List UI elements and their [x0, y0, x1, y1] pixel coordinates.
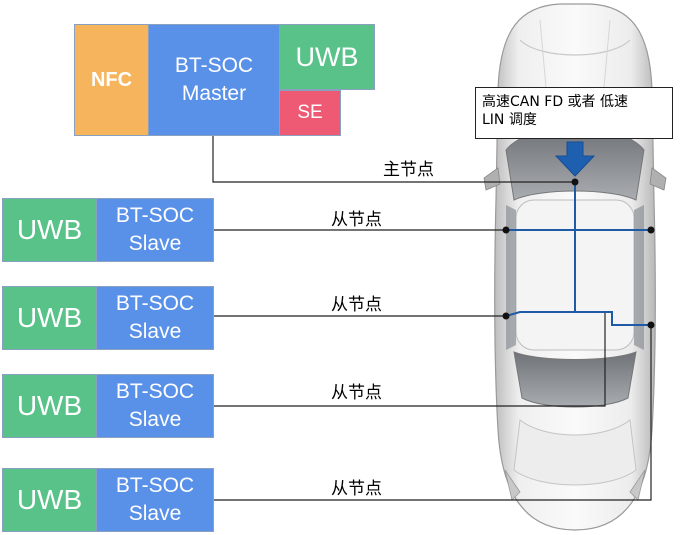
slave-3-uwb-module: UWB — [2, 374, 97, 438]
uwb-master-module: UWB — [279, 24, 375, 90]
slave-node-dot — [502, 226, 510, 234]
nfc-label: NFC — [90, 68, 133, 91]
slave-4-bt-soc-module: BT-SOC Slave — [96, 468, 214, 532]
uwb-label: UWB — [16, 214, 83, 245]
bt-soc-label: BT-SOC — [115, 474, 195, 497]
slave-node-label: 从节点 — [331, 479, 382, 499]
bt-soc-label: BT-SOC — [115, 292, 195, 315]
se-label: SE — [297, 102, 323, 123]
slave-node-dot — [647, 226, 655, 234]
slave-label: Slave — [128, 502, 182, 525]
bt-soc-master-module: BT-SOC Master — [148, 24, 280, 136]
slave-node-label: 从节点 — [331, 295, 382, 315]
slave-3-bt-soc-module: BT-SOC Slave — [96, 374, 214, 438]
down-arrow-icon — [554, 141, 596, 177]
master-wire — [212, 136, 575, 183]
slave-node-dot — [502, 312, 510, 320]
slave-1-bt-soc-module: BT-SOC Slave — [96, 198, 214, 262]
uwb-label: UWB — [295, 41, 359, 72]
bt-soc-label: BT-SOC — [174, 54, 254, 77]
bus-note-line1: 高速CAN FD 或者 低速 — [482, 94, 629, 110]
slave-1-uwb-module: UWB — [2, 198, 97, 262]
slave-node-dot — [647, 321, 655, 329]
bus-note-line2: LIN 调度 — [482, 112, 537, 128]
slave-label: Slave — [128, 320, 182, 343]
slave-2-bt-soc-module: BT-SOC Slave — [96, 286, 214, 350]
master-node-dot — [571, 178, 579, 186]
master-node-label: 主节点 — [383, 160, 434, 180]
slave-node-label: 从节点 — [331, 210, 382, 230]
se-module: SE — [279, 90, 341, 136]
bt-soc-label: BT-SOC — [115, 380, 195, 403]
bus-note-box: 高速CAN FD 或者 低速 LIN 调度 — [475, 87, 673, 139]
master-label: Master — [181, 82, 247, 105]
slave-4-wire — [214, 325, 652, 501]
uwb-label: UWB — [16, 390, 83, 421]
uwb-label: UWB — [16, 302, 83, 333]
nfc-module: NFC — [74, 24, 149, 136]
uwb-label: UWB — [16, 484, 83, 515]
slave-node-label: 从节点 — [331, 383, 382, 403]
slave-4-uwb-module: UWB — [2, 468, 97, 532]
slave-3-wire — [214, 312, 606, 407]
bus-rear-left — [505, 311, 651, 326]
slave-label: Slave — [128, 232, 182, 255]
slave-label: Slave — [128, 408, 182, 431]
bt-soc-label: BT-SOC — [115, 204, 195, 227]
slave-2-uwb-module: UWB — [2, 286, 97, 350]
